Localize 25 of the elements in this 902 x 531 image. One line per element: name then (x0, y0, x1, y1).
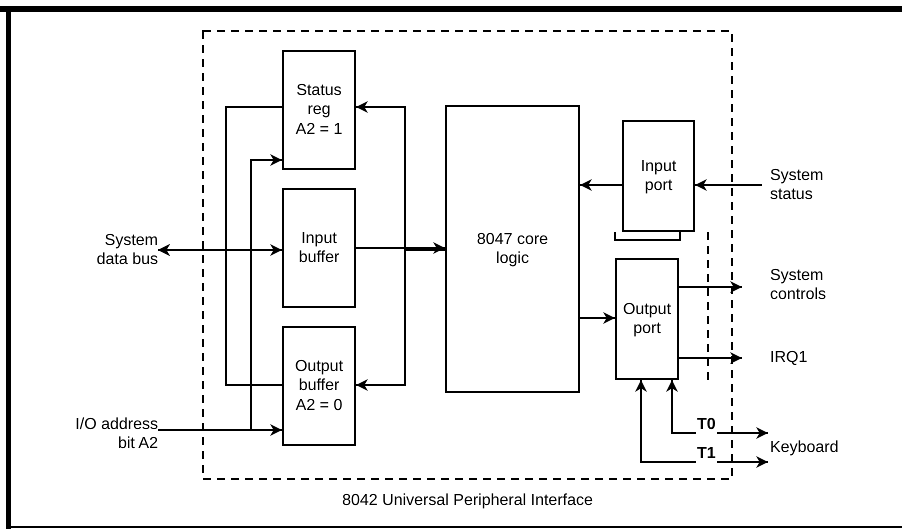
arrow (666, 380, 768, 439)
arrow (158, 154, 282, 431)
arrow (158, 244, 282, 386)
signal-label: System data bus (70, 228, 158, 272)
arrow (580, 179, 622, 191)
signal-label: System status (762, 163, 852, 207)
port-box: Output port (615, 258, 679, 380)
signal-label: I/O address bit A2 (58, 412, 158, 456)
edge-label: T0 (696, 416, 717, 434)
signal-label: Keyboard (768, 425, 868, 470)
port-box: Input port (622, 120, 695, 232)
arrow (635, 380, 768, 468)
buffer-box: Input buffer (282, 188, 356, 308)
arrow (580, 312, 615, 324)
register-box: Status reg A2 = 1 (282, 50, 356, 170)
signal-label: System controls (742, 262, 862, 308)
arrow (356, 242, 445, 254)
arrow (679, 352, 742, 364)
logic-block: 8047 core logic (445, 105, 580, 393)
arrow (695, 179, 762, 191)
buffer-box: Output buffer A2 = 0 (282, 326, 356, 446)
arrow (679, 281, 742, 293)
boundary-caption: 8042 Universal Peripheral Interface (341, 490, 594, 510)
signal-label: IRQ1 (742, 347, 822, 369)
edge-label: T1 (696, 445, 717, 463)
